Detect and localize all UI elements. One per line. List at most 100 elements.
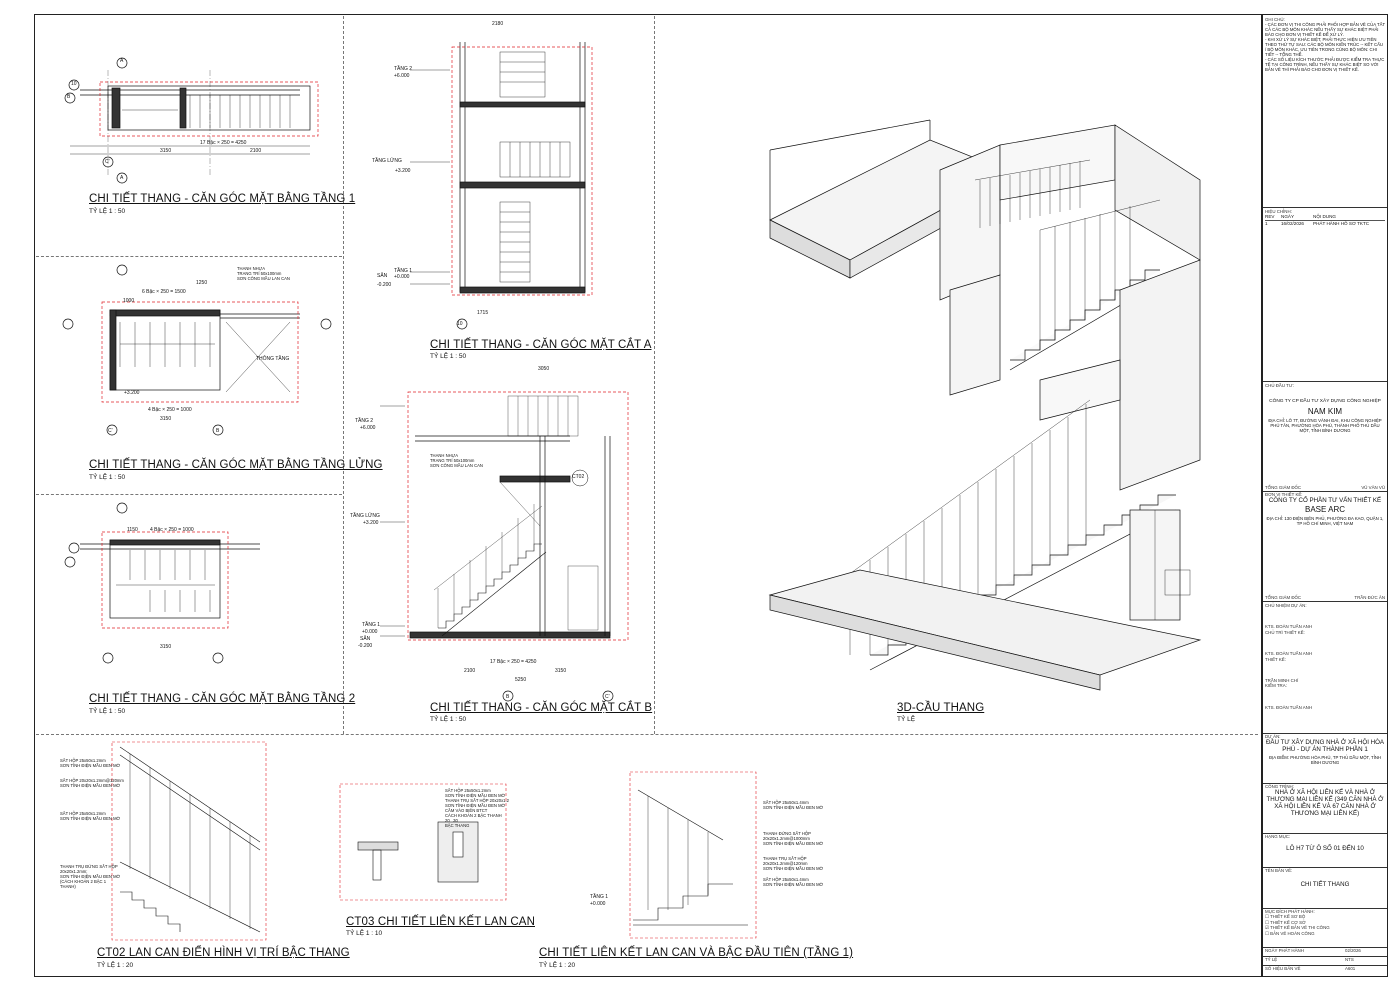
- detail-first-scale: TỶ LỆ 1 : 20: [539, 962, 576, 969]
- chu-tri-name: KTS. ĐOÀN TUẤN ANH: [1265, 651, 1313, 657]
- ct02-drawing: [111, 741, 267, 941]
- secA-tang1-lvl: +0.000: [394, 274, 410, 280]
- ten-ban-ve-name: CHI TIẾT THANG: [1300, 881, 1350, 889]
- secA-tang2: TẦNG 2: [394, 66, 413, 72]
- detail-note-4: SẮT HỘP 25x50x1.4mm SƠN TĨNH ĐIỆN MẦU ĐE…: [763, 877, 824, 887]
- plan-lung-thong-tang: THÔNG TẦNG: [256, 356, 290, 362]
- drawing-border: [34, 14, 1262, 977]
- plan-tang-lung-drawing: [62, 264, 332, 436]
- divider-v2: [654, 16, 655, 734]
- muc-dich-3: ☑ THIẾT KẾ BẢN VẼ THI CÔNG: [1265, 925, 1330, 931]
- so-hieu-label: SỐ HIỆU BẢN VẼ: [1265, 966, 1301, 971]
- title-block: GHI CHÚ: - CÁC ĐƠN VỊ THI CÔNG PHẢI PHỐI…: [1262, 14, 1388, 977]
- plan-lung-dim-4bac: 4 Bậc × 250 = 1000: [148, 407, 192, 413]
- ct02-note-2: SẮT HỘP 20x20x1.2mm@120mm SƠN TĨNH ĐIỆN …: [60, 778, 124, 788]
- chu-nhiem-name: KTS. ĐOÀN TUẤN ANH: [1265, 624, 1313, 630]
- secA-tang1: TẦNG 1: [394, 268, 413, 274]
- ct02-scale: TỶ LỆ 1 : 20: [97, 962, 134, 969]
- du-an-label: DỰ ÁN:: [1265, 734, 1281, 739]
- rev-col-noi-dung: NỘI DUNG: [1313, 214, 1336, 220]
- secA-san-lvl: -0.200: [377, 282, 392, 288]
- secA-san: SÂN: [377, 273, 388, 279]
- secB-tang1-lvl: +0.000: [362, 629, 378, 635]
- secA-tang-lung-lvl: +3.200: [395, 168, 411, 174]
- secB-tang1: TẦNG 1: [362, 622, 381, 628]
- secB-tang2: TẦNG 2: [355, 418, 374, 424]
- ghi-chu-text: - CÁC ĐƠN VỊ THI CÔNG PHẢI PHỐI HỢP BẢN …: [1265, 22, 1385, 73]
- ct03-scale: TỶ LỆ 1 : 10: [346, 930, 383, 937]
- plan-lung-dim-1250: 1250: [196, 280, 208, 286]
- plan1-dim-2100: 2100: [250, 148, 262, 154]
- secB-grid-c: C': [605, 694, 610, 700]
- so-hieu-value: A601: [1345, 966, 1356, 971]
- plan-lung-level: +3.200: [124, 390, 140, 396]
- hang-muc-label: HẠNG MỤC:: [1265, 834, 1291, 839]
- don-vi-address: ĐỊA CHỈ: 130 ĐIỆN BIÊN PHỦ, PHƯỜNG ĐA KA…: [1266, 515, 1384, 526]
- secA-dim-2180: 2180: [492, 21, 504, 27]
- divider-h2: [36, 494, 342, 495]
- secB-dim-17bac: 17 Bậc × 250 = 4250: [490, 659, 537, 665]
- chu-dau-tu-label: CHỦ ĐẦU TƯ:: [1265, 383, 1294, 388]
- secB-tang-lung-lvl: +3.200: [363, 520, 379, 526]
- tgd2-label: TỔNG GIÁM ĐỐC: [1265, 595, 1302, 600]
- secA-tang-lung: TẦNG LỬNG: [372, 158, 402, 164]
- tgd2-name: TRẦN ĐỨC ÂN: [1354, 595, 1385, 600]
- chu-nhiem-label: CHỦ NHIỆM DỰ ÁN:: [1265, 603, 1307, 608]
- plan1-grid-a: A: [120, 58, 124, 64]
- tgd-label: TỔNG GIÁM ĐỐC: [1265, 485, 1302, 490]
- secB-dim-3150: 3150: [555, 668, 567, 674]
- du-an-address: ĐỊA ĐIỂM: PHƯỜNG HÒA PHÚ, TP THỦ DẦU MỘT…: [1268, 755, 1382, 766]
- secA-dim-1715: 1715: [477, 310, 489, 316]
- detail-first-step-drawing: [629, 771, 757, 939]
- kiem-tra-name: KTS. ĐOÀN TUẤN ANH: [1265, 704, 1313, 710]
- muc-dich-1: ☐ THIẾT KẾ SƠ BỘ: [1265, 914, 1306, 920]
- ty-le-label: TỶ LỆ: [1265, 957, 1278, 962]
- plan2-dim-4bac: 4 Bậc × 250 = 1000: [150, 527, 194, 533]
- sectionA-title: CHI TIẾT THANG - CĂN GÓC MẶT CẮT A: [430, 339, 652, 351]
- chu-tri-label: CHỦ TRÌ THIẾT KẾ:: [1265, 629, 1305, 635]
- plan1-dim-3150: 3150: [160, 148, 172, 154]
- muc-dich-2-text: THIẾT KẾ CƠ SỞ: [1270, 919, 1306, 925]
- detail-first-title: CHI TIẾT LIÊN KẾT LAN CAN VÀ BẬC ĐẦU TIÊ…: [539, 947, 854, 959]
- divider-h1: [36, 256, 342, 257]
- plan-lung-scale: TỶ LỆ 1 : 50: [89, 474, 126, 481]
- secB-ct02: CT02: [572, 474, 585, 480]
- secB-san: SÂN: [360, 636, 371, 642]
- view3d-scale: TỶ LỆ: [897, 716, 916, 723]
- detail-note-2: THANH ĐỨNG SẮT HỘP 20x20x1.2mm@1000mm SƠ…: [763, 831, 824, 846]
- cong-trinh-label: CÔNG TRÌNH:: [1265, 784, 1294, 789]
- plan-lung-dim-3150: 3150: [160, 416, 172, 422]
- secB-tang-lung: TẦNG LỬNG: [350, 513, 380, 519]
- plan1-scale: TỶ LỆ 1 : 50: [89, 208, 126, 215]
- plan-lung-grid-c: C': [108, 428, 113, 434]
- rev-row-ngay: 16/02/2026: [1281, 220, 1304, 226]
- plan-lung-title: CHI TIẾT THANG - CĂN GÓC MẶT BẰNG TẦNG L…: [89, 459, 383, 471]
- secB-dim-5250: 5250: [515, 677, 527, 683]
- section-a-drawing: [410, 42, 593, 330]
- thiet-ke-name: TRẦN MINH CHÍ: [1265, 678, 1299, 684]
- section-b-drawing: [380, 391, 629, 702]
- plan-tang-2-drawing: [64, 502, 260, 664]
- secA-tang2-lvl: +6.000: [394, 73, 410, 79]
- ct02-note-4: THANH TRỤ ĐỨNG SẮT HỘP 20x20x1.2mm; SƠN …: [60, 864, 121, 889]
- ct03-title: CT03 CHI TIẾT LIÊN KẾT LAN CAN: [346, 916, 535, 928]
- don-vi-name: BASE ARC: [1304, 505, 1345, 515]
- muc-dich-1-text: THIẾT KẾ SƠ BỘ: [1270, 914, 1306, 920]
- ngay-value: 02/2026: [1345, 948, 1361, 953]
- ghi-chu-label: GHI CHÚ:: [1265, 17, 1285, 22]
- secB-san-lvl: -0.200: [358, 643, 373, 649]
- ty-le-value: NTS: [1345, 957, 1354, 962]
- secA-grid-10: 10: [457, 321, 463, 327]
- ngay-label: NGÀY PHÁT HÀNH: [1265, 948, 1304, 953]
- rev-header: REV NGÀY NỘI DUNG: [1265, 214, 1385, 221]
- rev-row-rev: 1: [1265, 220, 1268, 226]
- ct02-note-3: SẮT HỘP 25x50x1.2mm SƠN TĨNH ĐIỆN MẦU ĐE…: [60, 811, 121, 821]
- plan1-grid-a2: A: [120, 175, 124, 181]
- chu-dau-tu-address: ĐỊA CHỈ: LÔ 7T, ĐƯỜNG VÀNH ĐAI, KHU CÔNG…: [1268, 417, 1382, 433]
- secB-dim-3050: 3050: [538, 366, 550, 372]
- plan-lung-grid-b: B: [216, 428, 220, 434]
- secB-tang2-lvl: +6.000: [360, 425, 376, 431]
- view3d-title: 3D-CẦU THANG: [897, 702, 985, 714]
- plan1-grid-10: 10: [71, 81, 77, 87]
- plan-lung-handrail-note: THANH NHỰA TRANG TRÍ 50x100mm SƠN CÔNG M…: [237, 266, 290, 281]
